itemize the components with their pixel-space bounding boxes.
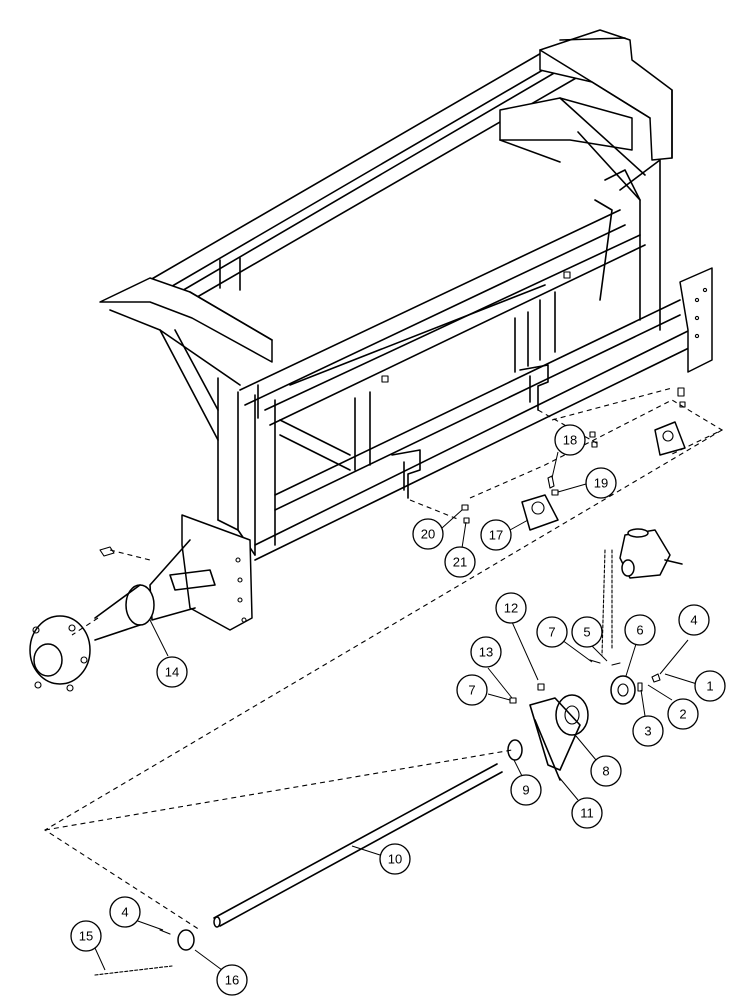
svg-text:4: 4 [690, 613, 697, 628]
svg-text:15: 15 [79, 929, 93, 944]
svg-text:12: 12 [504, 601, 518, 616]
callout-7-upper: 7 [536, 616, 593, 663]
drive-shaft [213, 739, 523, 928]
assembly-guides [43, 387, 724, 931]
svg-text:16: 16 [225, 973, 239, 988]
callouts: 1 2 3 4 4 5 6 7 [70, 424, 726, 996]
svg-text:9: 9 [522, 783, 529, 798]
svg-text:4: 4 [121, 905, 128, 920]
callout-20: 20 [412, 509, 463, 550]
callout-2: 2 [647, 684, 699, 730]
callout-9: 9 [510, 759, 542, 806]
callout-1: 1 [664, 670, 726, 702]
gearbox [619, 528, 683, 579]
sprocket-16 [159, 929, 195, 951]
callout-12: 12 [495, 592, 539, 681]
svg-text:21: 21 [453, 555, 467, 570]
svg-text:7: 7 [548, 625, 555, 640]
idler-assembly [509, 659, 661, 781]
callout-11: 11 [557, 775, 603, 829]
callout-14: 14 [149, 619, 188, 688]
axle-spindle-assembly [29, 514, 253, 692]
svg-text:19: 19 [594, 476, 608, 491]
svg-text:14: 14 [165, 665, 179, 680]
svg-text:7: 7 [468, 683, 475, 698]
callout-18: 18 [551, 424, 586, 479]
callout-4-upper: 4 [659, 604, 710, 675]
svg-text:17: 17 [489, 528, 503, 543]
svg-text:20: 20 [421, 527, 435, 542]
bearing-assembly-rear [654, 387, 686, 456]
callout-10: 10 [351, 843, 411, 875]
svg-text:13: 13 [479, 645, 493, 660]
callout-3: 3 [632, 689, 664, 747]
callout-17: 17 [480, 519, 529, 551]
svg-text:10: 10 [388, 852, 402, 867]
callout-7-lower: 7 [456, 674, 511, 706]
svg-text:3: 3 [644, 724, 651, 739]
callout-15: 15 [70, 920, 106, 971]
svg-text:18: 18 [563, 433, 577, 448]
callout-8: 8 [575, 735, 622, 787]
svg-text:8: 8 [602, 764, 609, 779]
svg-text:1: 1 [706, 679, 713, 694]
callout-4-lower: 4 [109, 896, 164, 931]
svg-text:6: 6 [636, 623, 643, 638]
callout-21: 21 [444, 521, 476, 578]
trailer-frame [99, 29, 713, 561]
drive-chain [601, 549, 613, 656]
svg-text:11: 11 [580, 806, 594, 821]
callout-6: 6 [624, 614, 656, 677]
callout-13: 13 [470, 636, 513, 699]
roller-chain-15 [94, 965, 173, 976]
callout-16: 16 [194, 949, 248, 996]
callout-5: 5 [571, 616, 608, 662]
svg-text:2: 2 [679, 707, 686, 722]
hardware-20-21 [461, 504, 470, 524]
svg-text:5: 5 [583, 625, 590, 640]
callout-19: 19 [557, 467, 617, 499]
